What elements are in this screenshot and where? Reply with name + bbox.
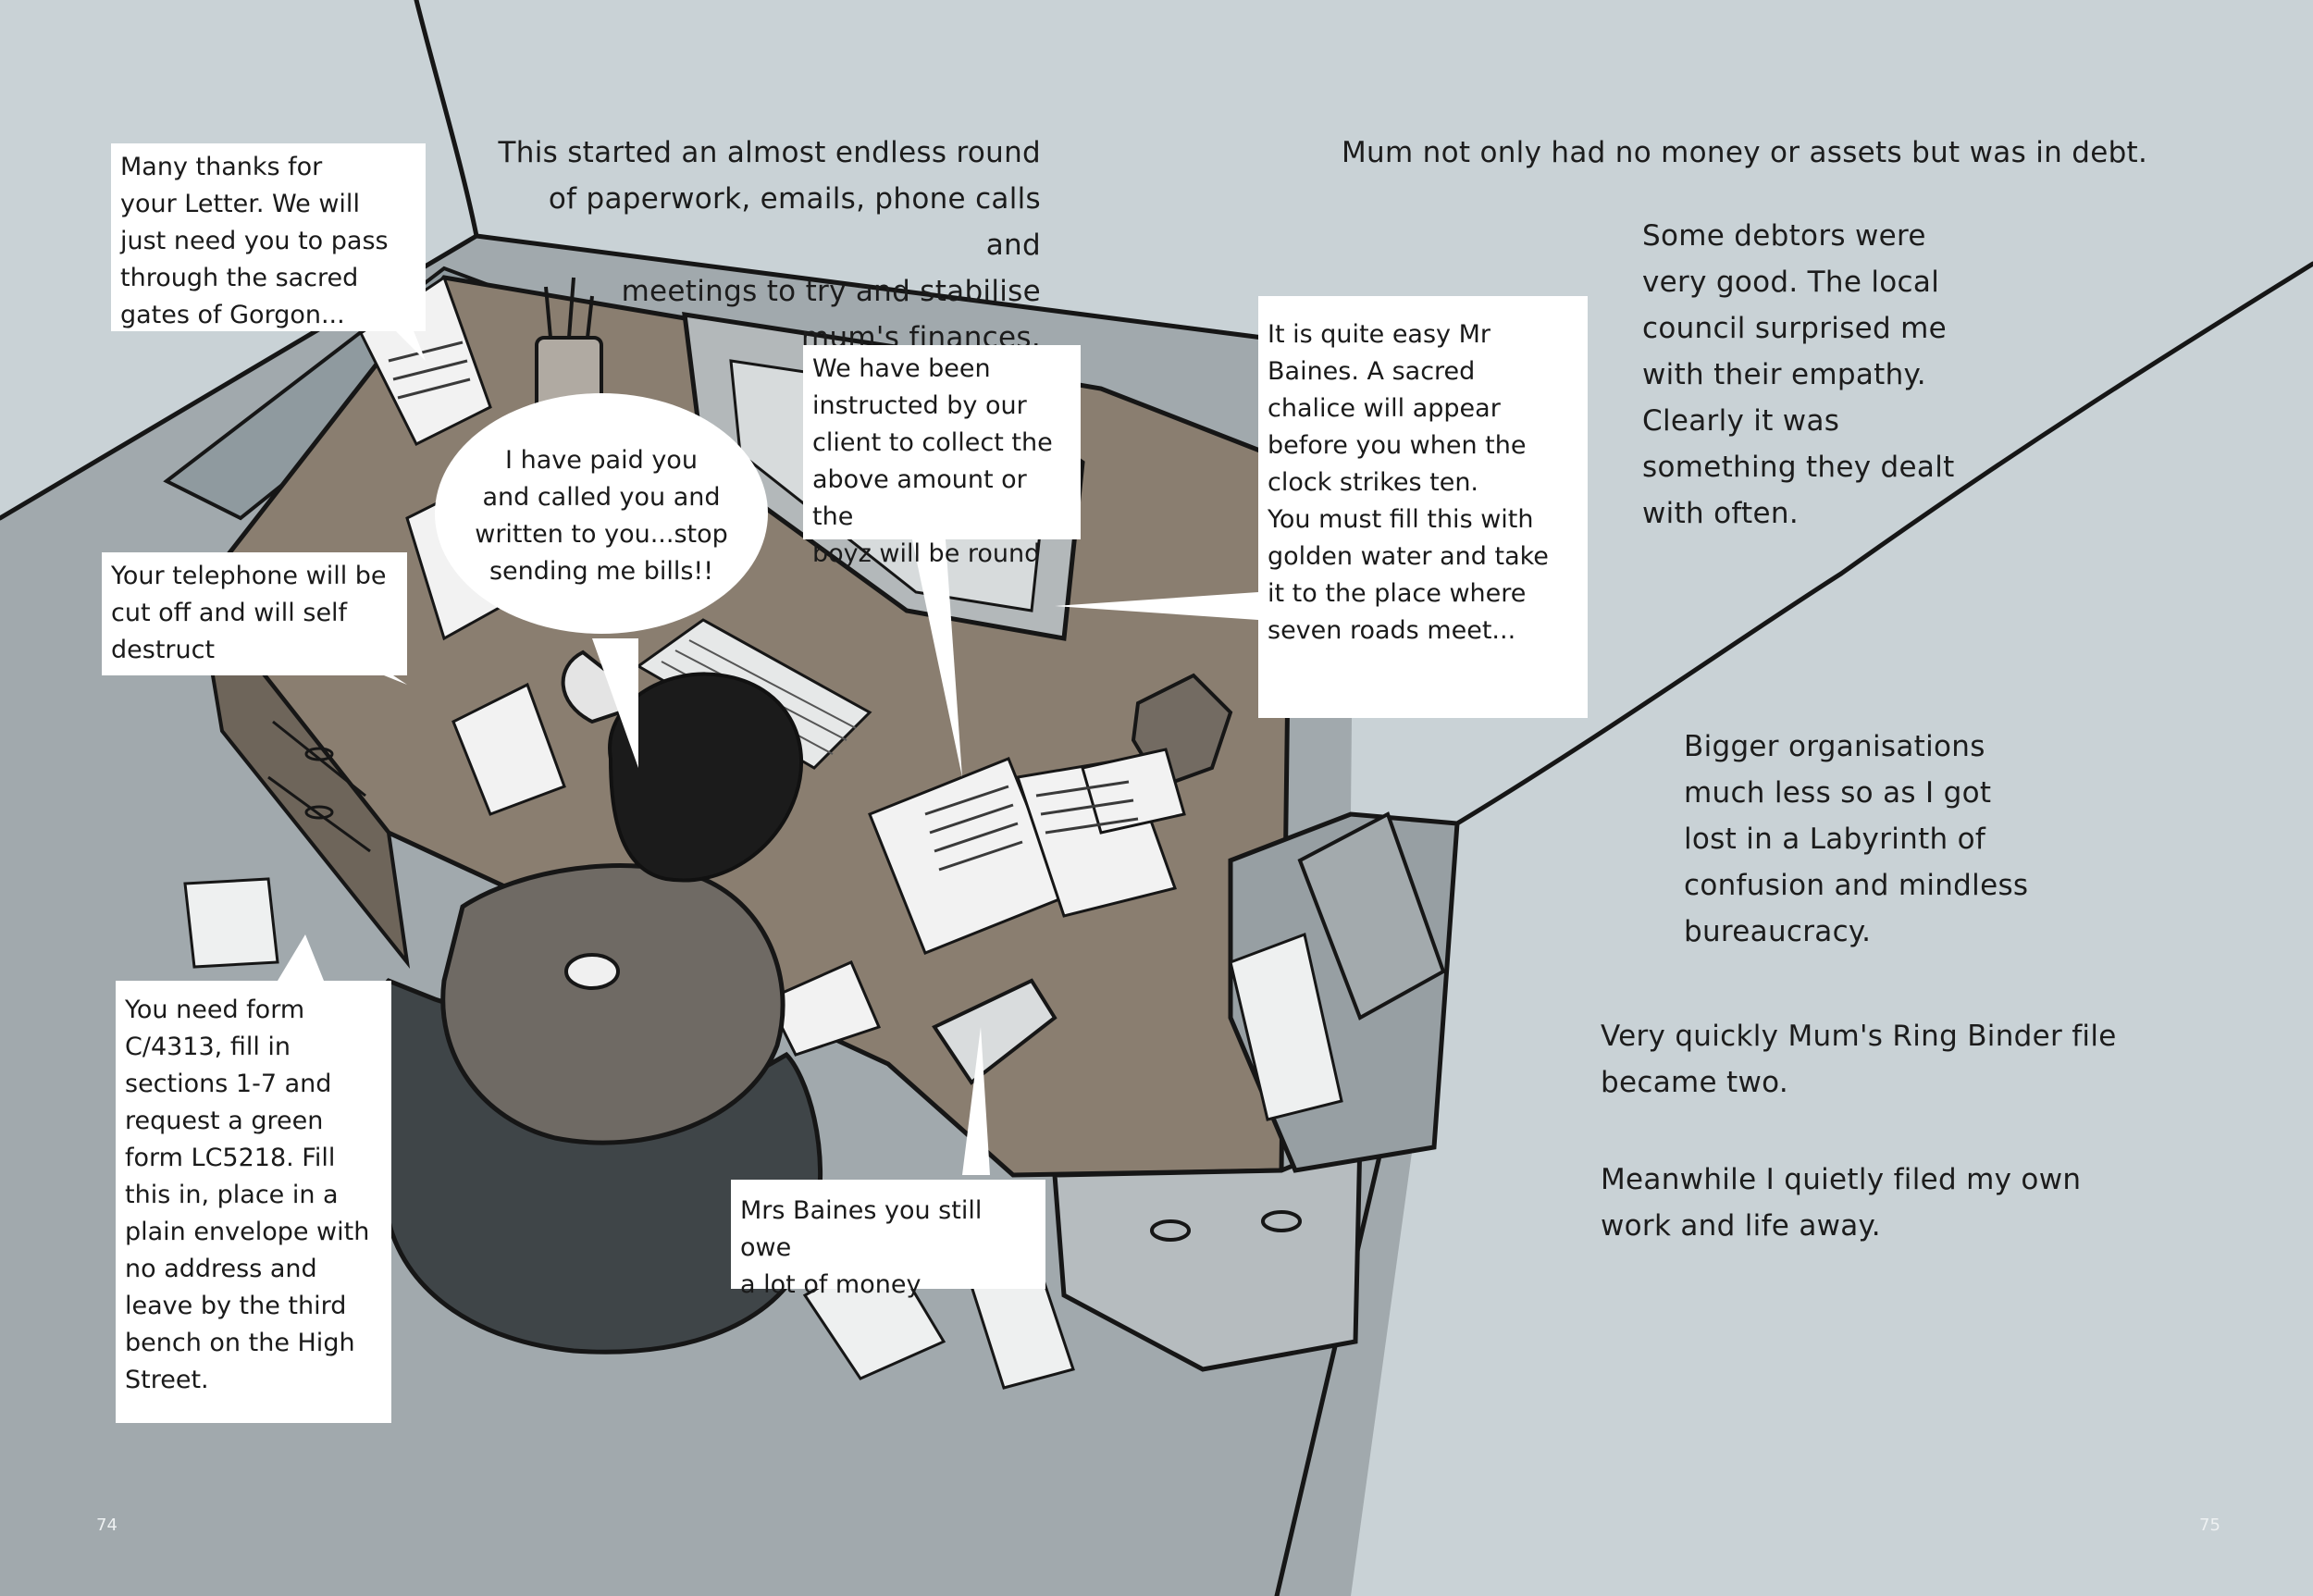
filing-cabinet <box>1052 1134 1363 1372</box>
ring-binder <box>1297 811 1446 1021</box>
speech-gorgon: Many thanks for your Letter. We will jus… <box>111 143 426 331</box>
speech-owe: Mrs Baines you still owe a lot of money <box>731 1180 1045 1299</box>
coffee-cup <box>564 953 620 990</box>
caption-meanwhile: Meanwhile I quietly filed my own work an… <box>1601 1163 2082 1243</box>
desk-front <box>197 590 411 969</box>
caption-debtors: Some debtors were very good. The local c… <box>1642 219 1955 530</box>
speech-telephone: Your telephone will be cut off and will … <box>102 552 407 675</box>
cabinet-handles <box>1150 1210 1302 1242</box>
caption-intro: This started an almost endless round of … <box>498 136 1041 354</box>
speech-chalice: It is quite easy Mr Baines. A sacred cha… <box>1258 296 1588 718</box>
phone <box>932 978 1058 1085</box>
page-number-left: 74 <box>96 1516 118 1535</box>
caption-ring-binder: Very quickly Mum's Ring Binder file beca… <box>1601 1020 2117 1099</box>
page-number-right: 75 <box>2199 1516 2220 1535</box>
person-hair <box>608 672 804 883</box>
person-body <box>440 863 785 1145</box>
speech-form: You need form C/4313, fill in sections 1… <box>116 981 391 1423</box>
speech-instructed: We have been instructed by our client to… <box>803 345 1081 568</box>
paper-scribbles <box>388 340 1139 872</box>
floor-paper-left <box>183 877 279 969</box>
caption-debt: Mum not only had no money or assets but … <box>1342 136 2148 169</box>
caption-bigger-organisations: Bigger organisations much less so as I g… <box>1684 730 2029 948</box>
cabinet-papers <box>1229 932 1343 1121</box>
desk-drawers <box>267 720 371 853</box>
speech-bubble-oval <box>435 393 768 634</box>
speech-paid: I have paid you and called you and writt… <box>475 446 728 586</box>
